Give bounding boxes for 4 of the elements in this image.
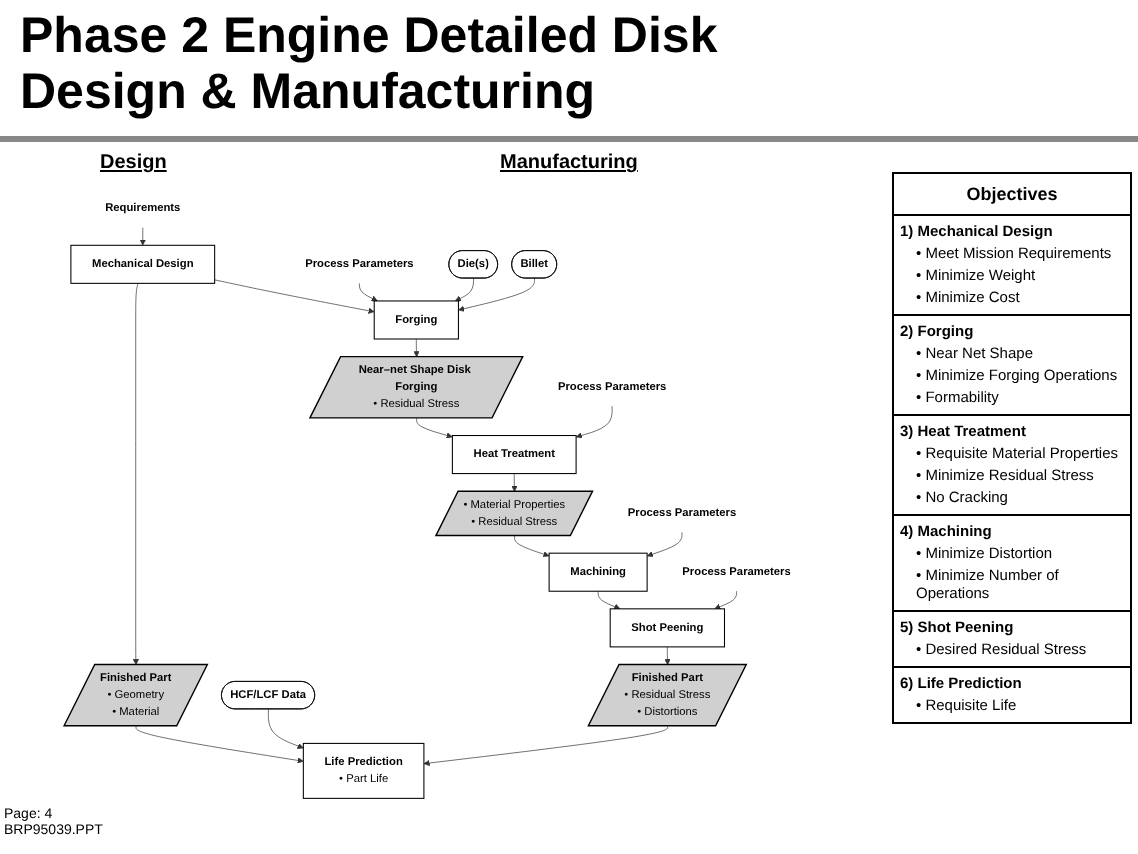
- column-heading: Design: [100, 152, 167, 174]
- table-heading: Objectives: [964, 182, 1060, 208]
- title: Phase 2 Engine Detailed Disk Design & Manufacturing: [20, 8, 720, 120]
- column-heading: Manufacturing: [500, 152, 638, 174]
